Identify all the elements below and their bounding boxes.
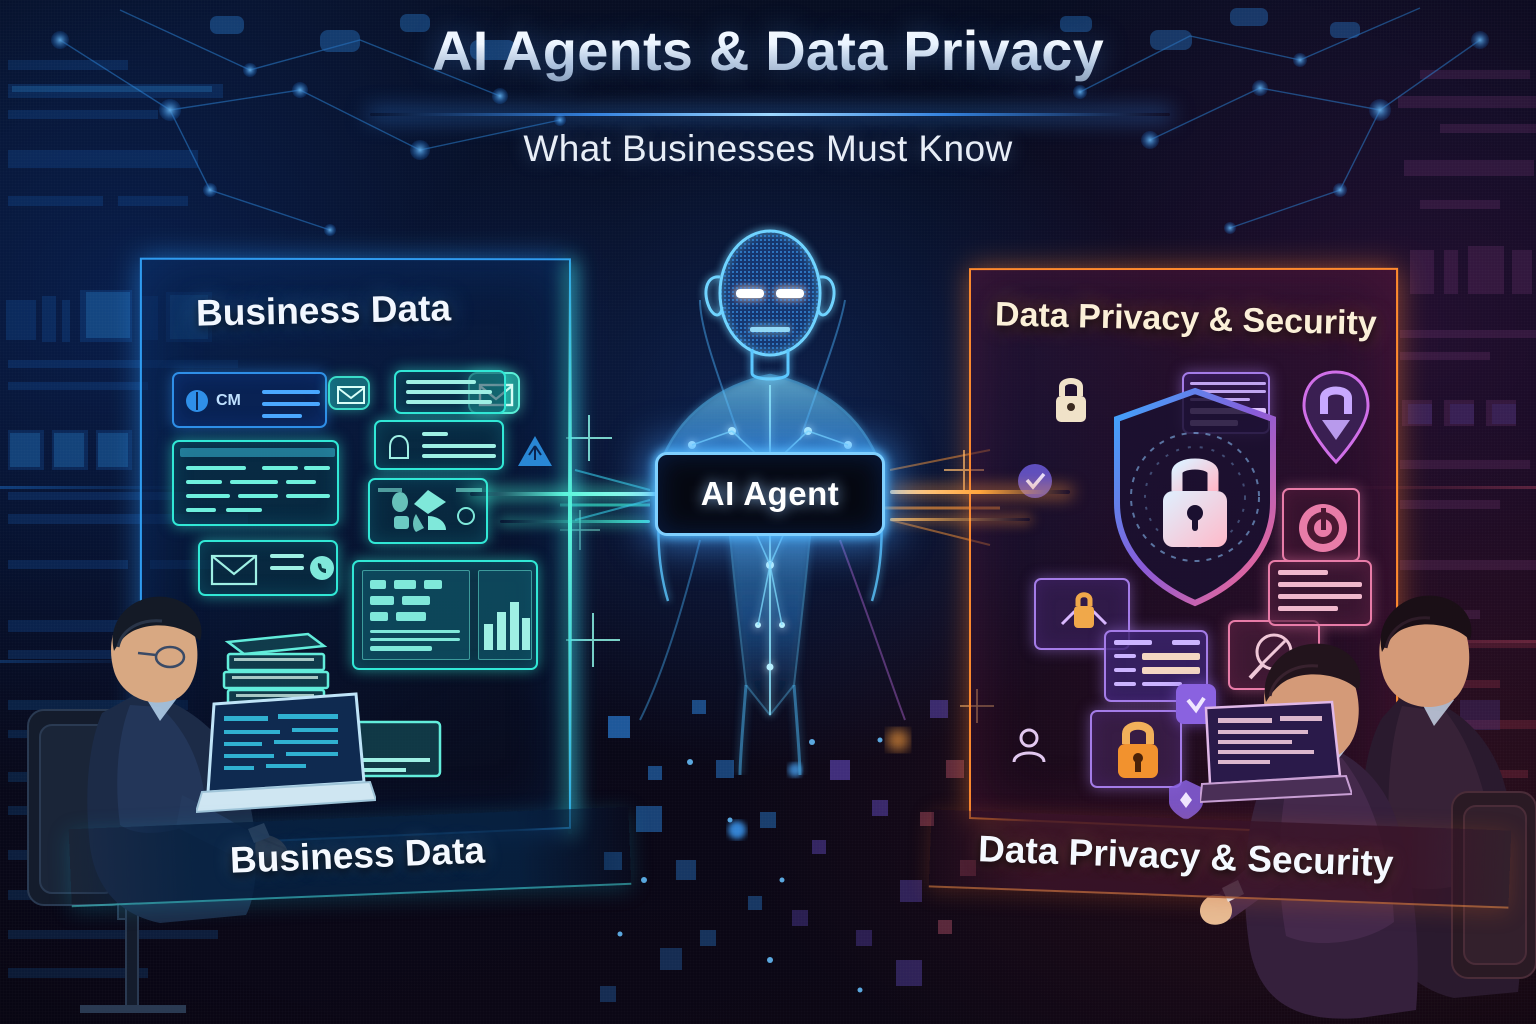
pin-shield-icon[interactable] [1300,368,1372,466]
pie-chart-icon [378,488,482,532]
header: AI Agents & Data Privacy [0,18,1536,83]
laptop-left[interactable] [196,690,376,820]
business-data-panel-title: Business Data [195,287,452,334]
business-data-ribbon-label: Business Data [229,829,486,881]
crm-card[interactable]: CM [172,372,327,428]
ai-agent-label: AI Agent [700,475,840,512]
laptop-right[interactable] [1200,698,1352,808]
title-divider [370,113,1170,116]
shield-lock-icon[interactable] [1105,385,1285,610]
padlock-card-orange[interactable] [1090,710,1182,788]
ai-agent-node[interactable]: AI Agent [655,452,885,536]
data-privacy-ribbon-label: Data Privacy & Security [977,828,1395,885]
page-title: AI Agents & Data Privacy [0,18,1536,83]
padlock-icon [1118,721,1158,778]
cloud-icon[interactable] [514,432,556,472]
padlock-icon[interactable] [1048,372,1094,430]
analytics-card[interactable] [368,478,488,544]
user-shield-icon[interactable] [1006,722,1052,768]
contact-icon [384,430,414,464]
page-subtitle: What Businesses Must Know [523,128,1013,169]
phone-icon [308,554,336,582]
crm-card-label: CM [216,392,241,409]
left-panel-edge-glow [568,262,572,834]
crm-avatar-icon [184,388,210,414]
spreadsheet-card[interactable] [172,440,339,526]
email-bubble-left[interactable] [328,376,370,410]
contact-card[interactable] [374,420,504,470]
check-circle-icon[interactable] [1016,462,1054,500]
envelope-icon [337,386,365,404]
target-icon [1299,504,1347,552]
document-card[interactable] [394,370,506,414]
bar-chart-icon [484,602,530,650]
target-badge[interactable] [1282,488,1360,562]
